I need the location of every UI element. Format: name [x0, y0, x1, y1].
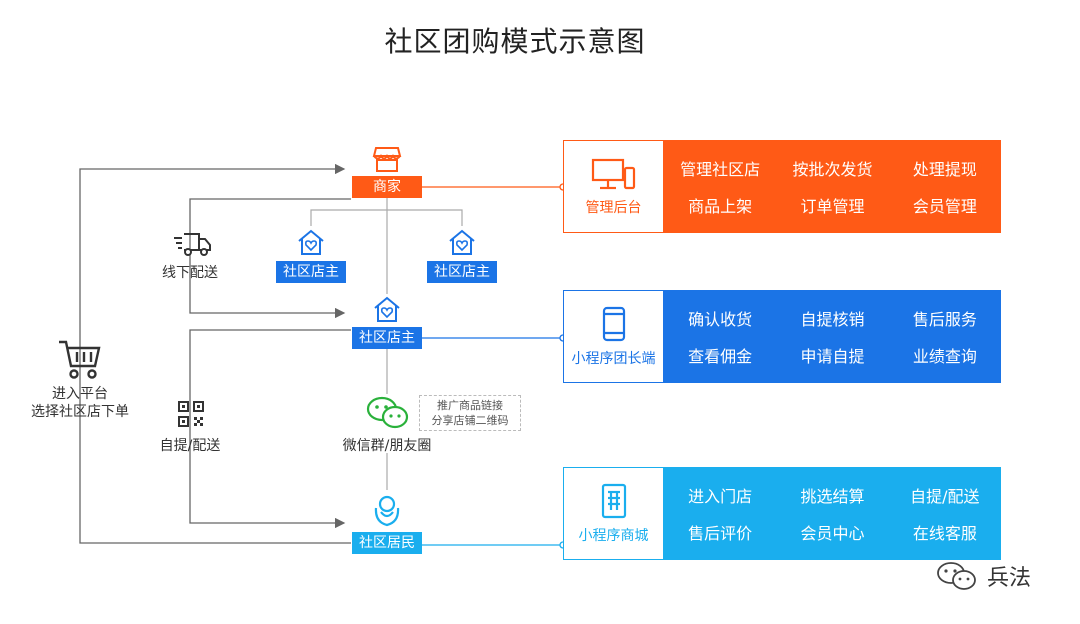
line-merchant-to-owner	[189, 198, 351, 319]
resident-tag: 社区居民	[352, 532, 422, 554]
line-owner-to-resident	[189, 329, 351, 529]
leader-item: 自提核销	[800, 310, 865, 330]
mall-item: 进入门店	[688, 487, 753, 507]
mall-item: 在线客服	[912, 523, 977, 543]
home-heart-icon	[374, 296, 400, 322]
promo-note: 推广商品链接 分享店铺二维码	[419, 395, 521, 431]
mall-panel-items: 进入门店 挑选结算 自提/配送 售后评价 会员中心 在线客服	[664, 467, 1001, 560]
admin-panel: 管理后台 管理社区店 按批次发货 处理提现 商品上架 订单管理 会员管理	[563, 140, 1001, 233]
admin-item: 订单管理	[800, 196, 865, 216]
wechat-icon	[366, 396, 409, 429]
enter-platform-label: 进入平台 选择社区店下单	[20, 385, 140, 421]
leader-panel-items: 确认收货 自提核销 售后服务 查看佣金 申请自提 业绩查询	[664, 290, 1001, 383]
phone-icon	[602, 306, 625, 341]
enter-line-1: 进入平台	[52, 386, 108, 402]
tablet-icon	[601, 483, 626, 518]
watermark: 兵法	[935, 560, 1031, 592]
admin-panel-header: 管理后台	[563, 140, 664, 233]
mall-item: 售后评价	[688, 523, 753, 543]
page-title: 社区团购模式示意图	[384, 25, 646, 58]
wechat-icon	[937, 562, 976, 590]
owner-tag-right: 社区店主	[427, 261, 497, 283]
leader-panel-header: 小程序团长端	[563, 290, 664, 383]
promo-line-2: 分享店铺二维码	[431, 414, 509, 427]
admin-panel-items: 管理社区店 按批次发货 处理提现 商品上架 订单管理 会员管理	[664, 140, 1001, 233]
leader-panel-label: 小程序团长端	[571, 350, 656, 367]
leader-item: 申请自提	[800, 346, 865, 366]
cart-icon	[59, 340, 101, 379]
leader-item: 查看佣金	[688, 346, 753, 366]
mall-panel-header: 小程序商城	[563, 467, 664, 560]
resident-icon	[374, 495, 400, 527]
leader-item: 售后服务	[912, 310, 977, 330]
leader-item: 确认收货	[688, 310, 753, 330]
owner-tag-left: 社区店主	[276, 261, 346, 283]
admin-item: 管理社区店	[680, 160, 761, 180]
pickup-delivery-label: 自提/配送	[159, 438, 221, 454]
admin-item: 按批次发货	[792, 160, 873, 180]
mall-panel: 小程序商城 进入门店 挑选结算 自提/配送 售后评价 会员中心 在线客服	[563, 467, 1001, 560]
leader-panel: 小程序团长端 确认收货 自提核销 售后服务 查看佣金 申请自提 业绩查询	[563, 290, 1001, 383]
promo-line-1: 推广商品链接	[437, 399, 503, 412]
admin-item: 会员管理	[912, 196, 977, 216]
enter-line-2: 选择社区店下单	[31, 404, 129, 420]
wechat-label: 微信群/朋友圈	[342, 438, 432, 454]
admin-item: 商品上架	[688, 196, 753, 216]
merchant-tag: 商家	[352, 176, 422, 198]
qrcode-icon	[178, 401, 204, 427]
shop-icon	[372, 147, 402, 172]
mall-panel-label: 小程序商城	[578, 527, 649, 544]
admin-panel-label: 管理后台	[585, 199, 642, 216]
home-heart-icon	[449, 229, 475, 255]
truck-icon	[174, 233, 211, 256]
offline-delivery-label: 线下配送	[162, 265, 218, 281]
admin-item: 处理提现	[912, 160, 977, 180]
desktop-icon	[591, 158, 635, 189]
home-heart-icon	[298, 229, 324, 255]
owner-tag-main: 社区店主	[352, 327, 422, 349]
line-resident-to-merchant	[79, 163, 351, 544]
mall-item: 挑选结算	[800, 487, 865, 507]
watermark-text: 兵法	[987, 566, 1032, 591]
mall-item: 会员中心	[800, 523, 865, 543]
leader-item: 业绩查询	[912, 346, 977, 366]
mall-item: 自提/配送	[910, 487, 980, 507]
